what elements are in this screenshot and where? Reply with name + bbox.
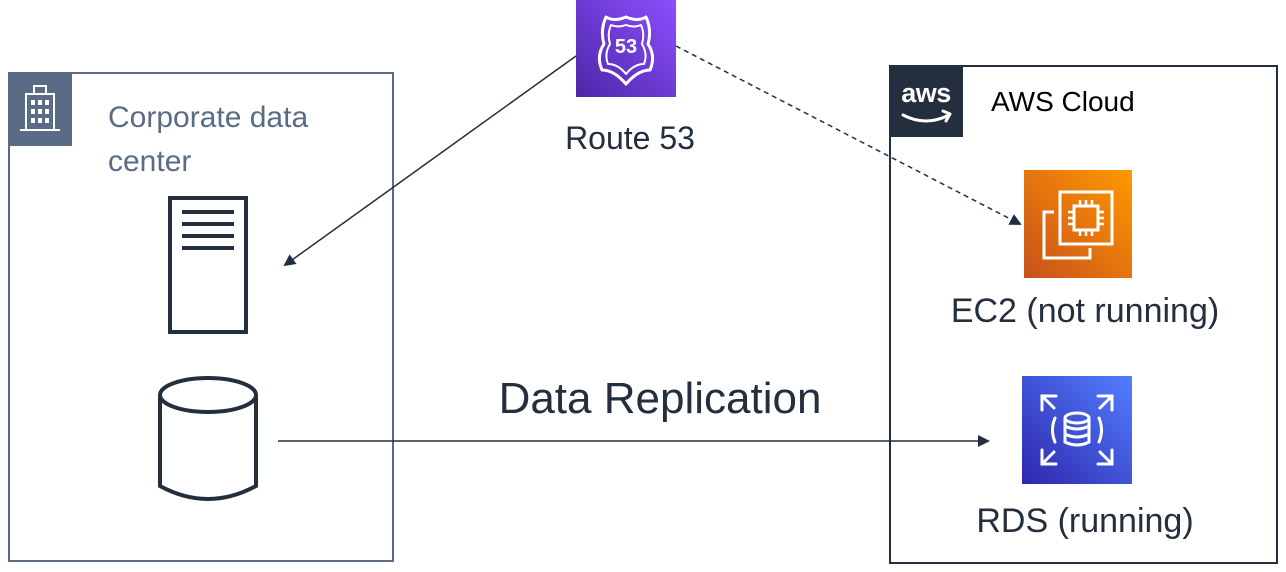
ec2-label: EC2 (not running) (950, 292, 1220, 330)
route53-to-server-arrow (283, 55, 577, 267)
ec2-service[interactable] (1024, 170, 1132, 278)
route53-shield-text: 53 (615, 36, 637, 58)
corporate-data-center-group (8, 72, 394, 562)
route53-service[interactable]: 53 (576, 0, 676, 97)
aws-cloud-group (889, 65, 1278, 564)
route53-to-ec2-dashed-arrow (675, 45, 1022, 225)
ec2-instances-icon (1042, 190, 1114, 260)
aws-logo (889, 65, 963, 137)
data-replication-label: Data Replication (498, 374, 822, 423)
corporate-building-tile (8, 72, 72, 146)
server-icon (168, 196, 248, 334)
route53-label: Route 53 (565, 120, 695, 156)
route53-shield-icon: 53 (597, 15, 655, 86)
rds-label: RDS (running) (976, 502, 1194, 540)
rds-database-icon (1040, 394, 1114, 466)
aws-cloud-label: AWS Cloud (991, 86, 1135, 117)
building-icon (20, 85, 60, 131)
aws-logo-text: aws (901, 78, 951, 108)
corporate-data-center-label: Corporate data center (108, 101, 309, 178)
aws-smile-icon (901, 109, 952, 123)
rds-service[interactable] (1022, 376, 1132, 484)
database-icon (158, 376, 258, 501)
